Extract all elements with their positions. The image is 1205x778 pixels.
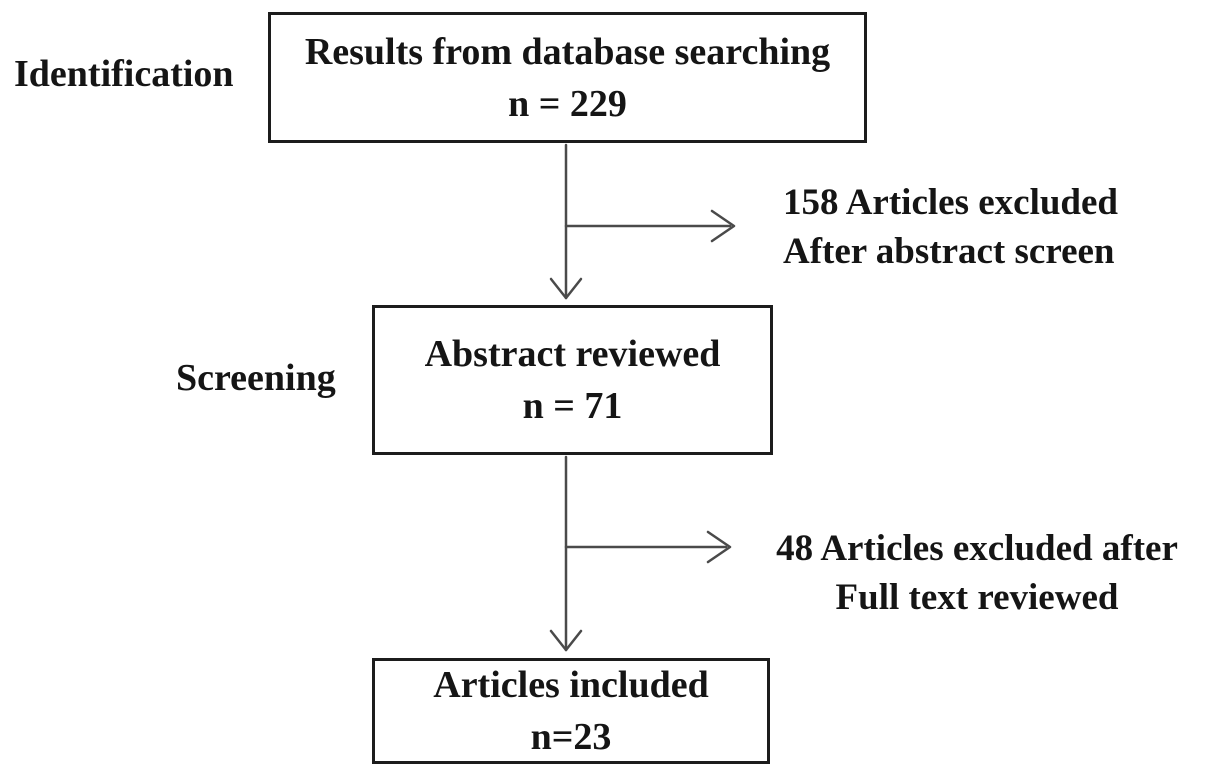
- flow-box-title: Abstract reviewed: [424, 333, 721, 375]
- flow-box-count: n = 71: [522, 385, 623, 427]
- exclusion-line: Full text reviewed: [835, 577, 1119, 618]
- exclusion-note-abstract-screen: 158 Articles excluded After abstract scr…: [783, 178, 1118, 276]
- arrow-down-icon: [549, 629, 583, 652]
- stage-label-identification: Identification: [14, 53, 234, 95]
- stage-label-screening: Screening: [176, 357, 336, 399]
- flow-box-count: n=23: [530, 716, 612, 758]
- arrow-down-icon: [549, 277, 583, 300]
- arrow-right-icon: [710, 209, 736, 243]
- flow-box-count: n = 229: [508, 82, 627, 125]
- exclusion-line: 48 Articles excluded after: [776, 528, 1178, 569]
- exclusion-line: 158 Articles excluded: [783, 182, 1119, 223]
- exclusion-note-full-text: 48 Articles excluded after Full text rev…: [752, 524, 1202, 622]
- arrow-right-icon: [706, 530, 732, 564]
- flow-box-articles-included: Articles included n=23: [372, 658, 770, 764]
- flow-box-abstract-reviewed: Abstract reviewed n = 71: [372, 305, 773, 455]
- flow-box-database-search: Results from database searching n = 229: [268, 12, 867, 143]
- flow-box-title: Results from database searching: [304, 30, 831, 73]
- exclusion-line: After abstract screen: [783, 231, 1115, 272]
- flow-box-title: Articles included: [433, 664, 709, 706]
